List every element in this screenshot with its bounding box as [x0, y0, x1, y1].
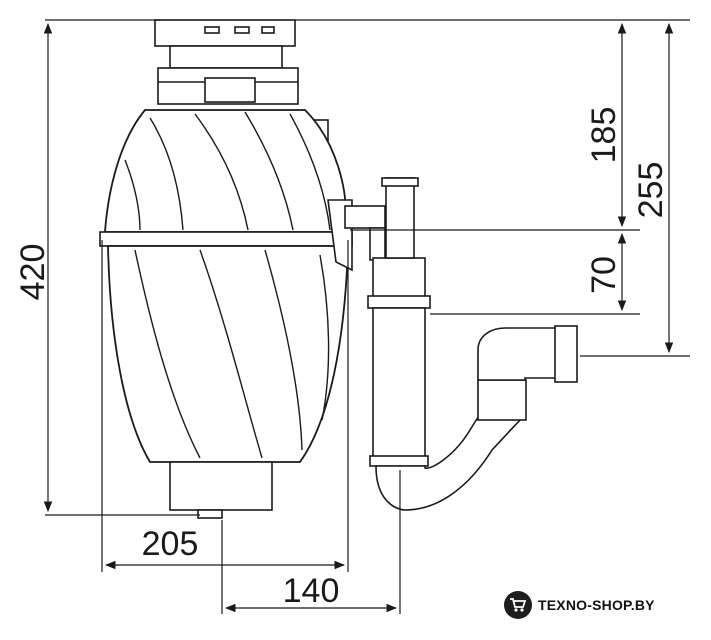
drain-trap — [344, 177, 578, 511]
dim-label-420: 420 — [14, 244, 52, 301]
disposer-unit — [99, 19, 353, 519]
watermark-text: TEXNO-SHOP.BY — [538, 597, 655, 613]
pipe-left — [372, 257, 426, 299]
dim-label-255: 255 — [632, 162, 670, 219]
dim-205: 205 — [101, 240, 349, 572]
watermark-logo: TEXNO-SHOP.BY — [504, 590, 655, 620]
dim-255: 255 — [580, 22, 690, 357]
body-upper — [104, 109, 347, 233]
u-bend — [375, 397, 521, 511]
cart-icon — [504, 591, 532, 619]
dim-185-70: 185 70 — [295, 19, 690, 315]
body-lower — [107, 245, 349, 463]
dim-label-185: 185 — [585, 107, 623, 164]
dim-label-205: 205 — [142, 525, 199, 563]
motor-base — [169, 461, 273, 511]
body-band — [99, 231, 353, 247]
mount-ring — [169, 45, 283, 69]
dim-label-140: 140 — [283, 572, 340, 610]
dim-420: 420 — [14, 19, 200, 516]
trap-outlet — [554, 325, 578, 383]
dim-140: 140 — [221, 470, 401, 614]
vent-pipe — [385, 177, 415, 259]
dim-label-70: 70 — [585, 256, 623, 294]
